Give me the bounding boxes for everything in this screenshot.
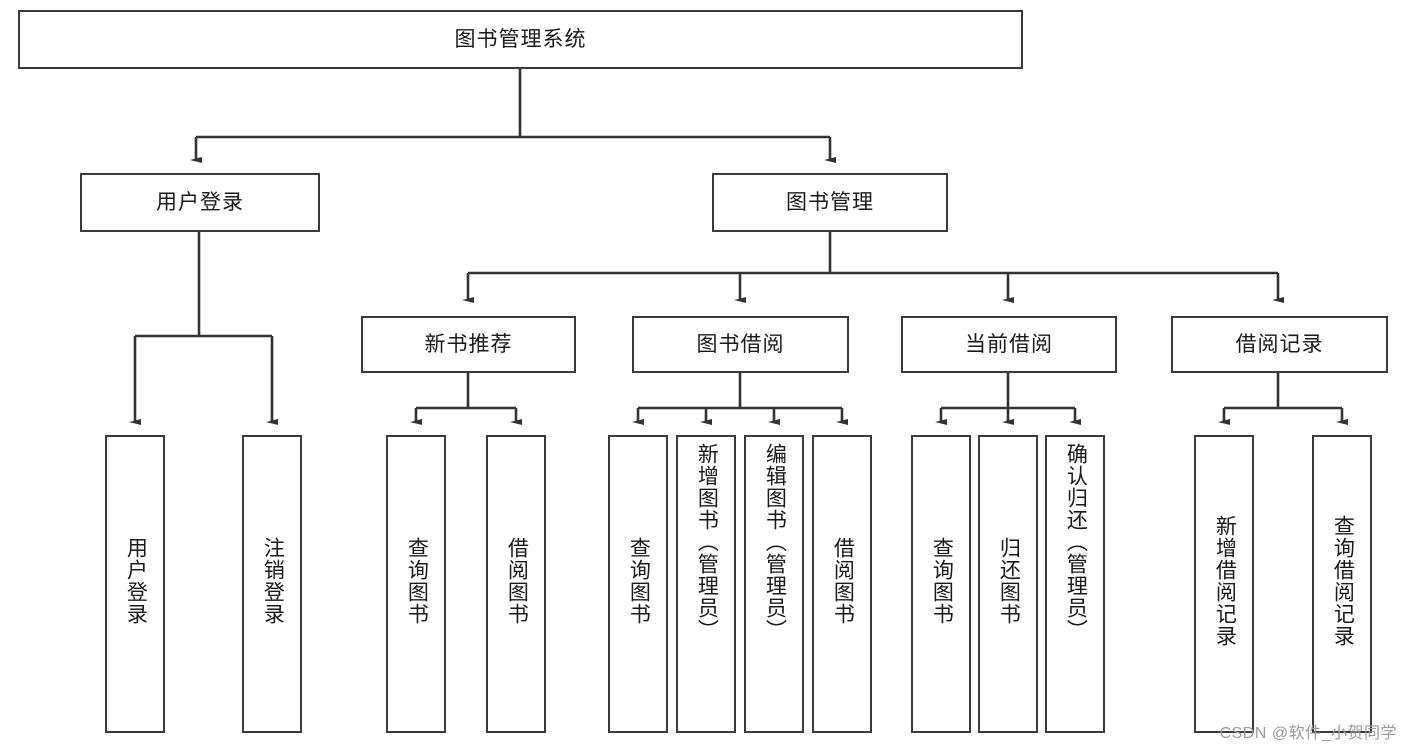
leaf-bb-edit-book[interactable]: 编辑图书（管理员）	[744, 435, 804, 733]
leaf-nbr-borrow-book-label: 借阅图书	[505, 537, 529, 625]
leaf-bb-add-book[interactable]: 新增图书（管理员）	[676, 435, 736, 733]
leaf-br-query-record-label: 查询借阅记录	[1331, 515, 1355, 647]
leaf-bb-query-book[interactable]: 查询图书	[608, 435, 668, 733]
leaf-cb-query-book-label: 查询图书	[930, 537, 954, 625]
leaf-cb-confirm-return[interactable]: 确认归还（管理员）	[1045, 435, 1105, 733]
leaf-user-login[interactable]: 用户登录	[105, 435, 165, 733]
node-new-book-recommend[interactable]: 新书推荐	[361, 316, 576, 373]
leaf-cb-return-book[interactable]: 归还图书	[978, 435, 1038, 733]
node-book-borrow-label: 图书借阅	[696, 332, 785, 356]
leaf-nbr-query-book[interactable]: 查询图书	[386, 435, 446, 733]
leaf-user-login-label: 用户登录	[124, 537, 148, 625]
leaf-cb-confirm-return-label: 确认归还（管理员）	[1064, 443, 1088, 641]
node-borrow-record[interactable]: 借阅记录	[1171, 316, 1388, 373]
leaf-bb-borrow-book-label: 借阅图书	[831, 537, 855, 625]
node-user-login[interactable]: 用户登录	[80, 173, 320, 232]
node-book-manage-label: 图书管理	[786, 190, 874, 214]
leaf-br-add-record-label: 新增借阅记录	[1213, 515, 1237, 647]
node-current-borrow-label: 当前借阅	[965, 332, 1053, 356]
leaf-bb-query-book-label: 查询图书	[627, 537, 651, 625]
node-new-book-recommend-label: 新书推荐	[424, 332, 513, 356]
node-borrow-record-label: 借阅记录	[1235, 332, 1324, 356]
leaf-bb-borrow-book[interactable]: 借阅图书	[812, 435, 872, 733]
leaf-br-add-record[interactable]: 新增借阅记录	[1194, 435, 1254, 733]
leaf-cb-return-book-label: 归还图书	[997, 537, 1021, 625]
leaf-nbr-query-book-label: 查询图书	[405, 537, 429, 625]
node-user-login-label: 用户登录	[156, 190, 244, 214]
leaf-br-query-record[interactable]: 查询借阅记录	[1312, 435, 1372, 733]
leaf-cb-query-book[interactable]: 查询图书	[911, 435, 971, 733]
leaf-user-logout[interactable]: 注销登录	[242, 435, 302, 733]
leaf-user-logout-label: 注销登录	[261, 537, 285, 625]
node-root-label: 图书管理系统	[454, 27, 587, 51]
leaf-nbr-borrow-book[interactable]: 借阅图书	[486, 435, 546, 733]
node-book-borrow[interactable]: 图书借阅	[632, 316, 849, 373]
node-book-manage[interactable]: 图书管理	[712, 173, 948, 232]
leaf-bb-add-book-label: 新增图书（管理员）	[695, 443, 719, 641]
leaf-bb-edit-book-label: 编辑图书（管理员）	[763, 443, 787, 641]
node-root-book-management-system[interactable]: 图书管理系统	[18, 10, 1023, 69]
node-current-borrow[interactable]: 当前借阅	[901, 316, 1117, 373]
csdn-watermark: CSDN @软件_小贺同学	[1219, 725, 1397, 742]
